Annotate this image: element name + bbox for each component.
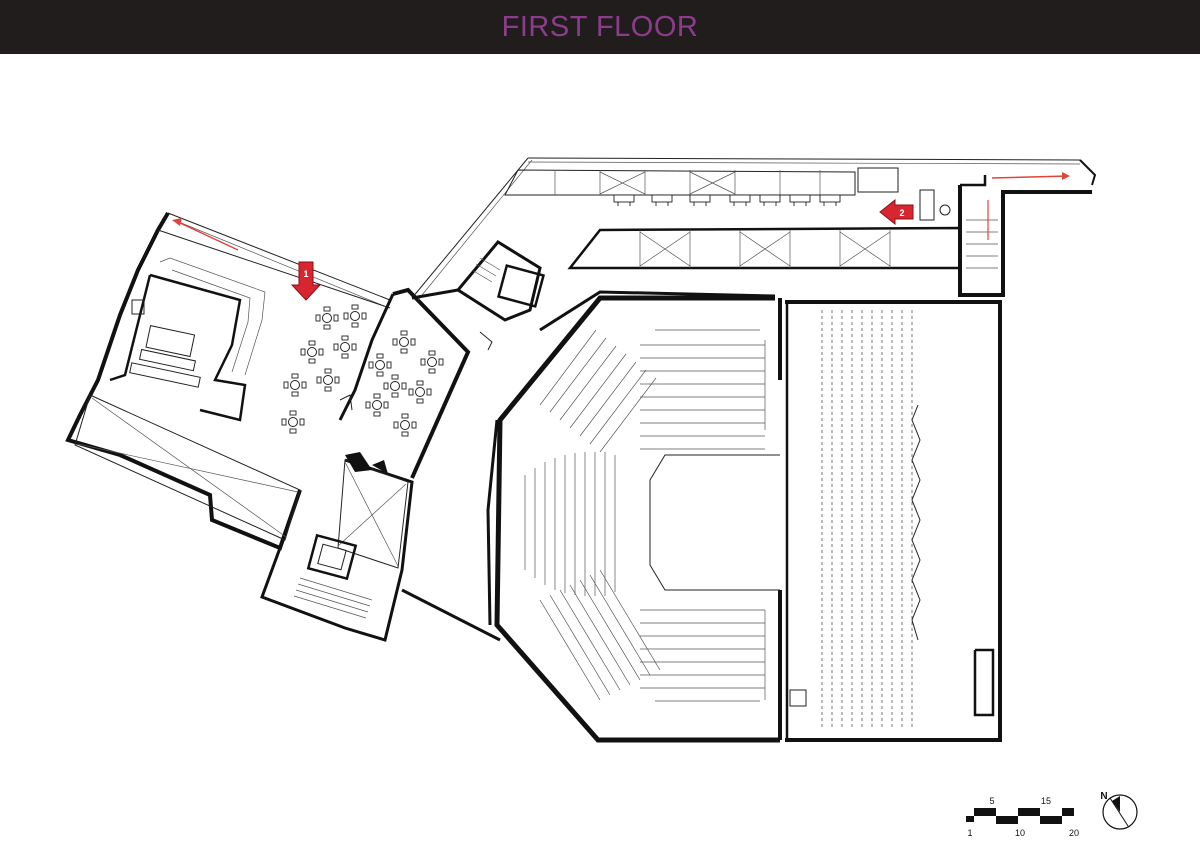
seating-lower-right <box>640 609 766 702</box>
marker-2-label: 2 <box>899 208 904 218</box>
page-title: FIRST FLOOR <box>501 10 699 43</box>
seating-upper-right <box>640 329 766 450</box>
seating-lower-left <box>539 569 661 701</box>
red-arrow-down-icon <box>290 261 322 301</box>
scale-label-20: 20 <box>1069 828 1079 838</box>
north-arrow-icon: N <box>1100 791 1138 830</box>
marker-2: 2 <box>879 198 914 226</box>
left-wing <box>65 211 391 551</box>
title-bar: FIRST FLOOR <box>0 0 1200 54</box>
scale-label-5: 5 <box>989 796 994 806</box>
stage <box>785 300 1002 742</box>
scale-label-1: 1 <box>967 828 972 838</box>
seating-left <box>524 452 616 596</box>
scale-bar: 5 15 1 10 20 <box>966 796 1079 838</box>
scale-label-15: 15 <box>1041 796 1051 806</box>
north-label: N <box>1100 791 1107 802</box>
cafe-annex <box>338 287 471 479</box>
upper-corridor <box>411 157 1097 351</box>
red-arrow-left-icon <box>879 198 914 226</box>
auditorium <box>486 295 782 743</box>
fly-bars <box>821 310 913 730</box>
scale-label-10: 10 <box>1015 828 1025 838</box>
marker-1: 1 <box>290 261 322 301</box>
marker-1-label: 1 <box>303 269 308 279</box>
central-core <box>260 452 501 642</box>
seating-upper-left <box>539 329 657 453</box>
